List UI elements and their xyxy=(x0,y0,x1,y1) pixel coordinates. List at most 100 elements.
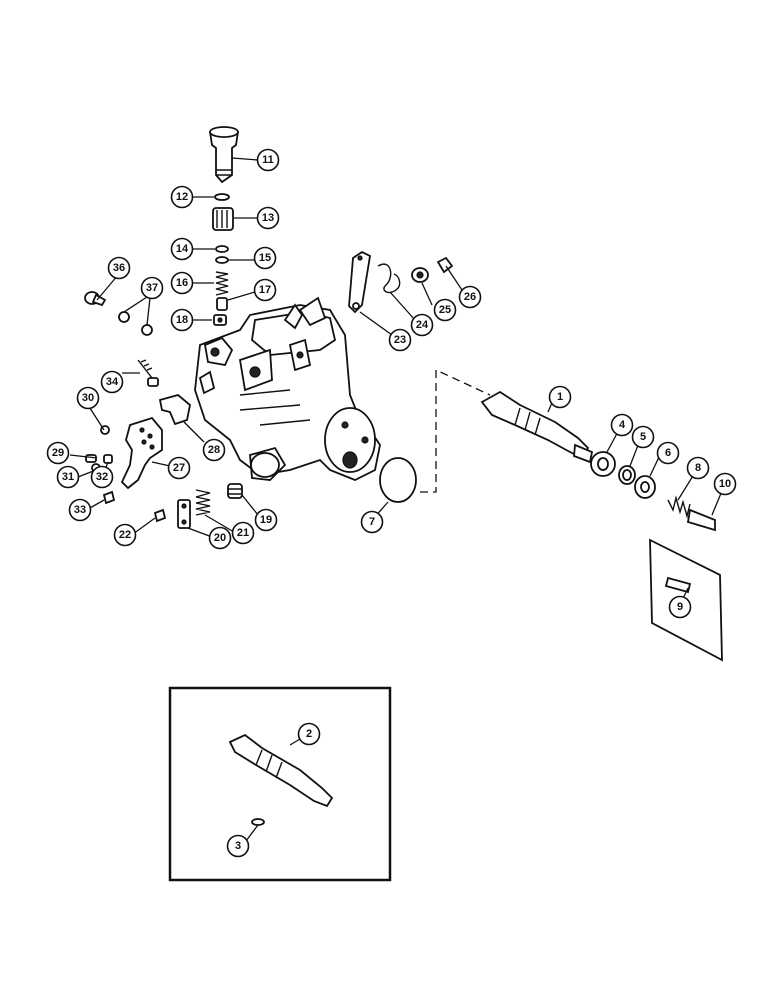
part-3-key xyxy=(251,818,265,826)
callout-16-label: 16 xyxy=(176,277,188,289)
callout-7-label: 7 xyxy=(369,516,375,528)
assembly-dashed-line xyxy=(420,368,491,493)
callout-4: 4 xyxy=(610,413,634,437)
part-37-washer-b xyxy=(141,324,153,336)
part-6-nut xyxy=(634,475,656,499)
callout-9-label: 9 xyxy=(677,601,683,613)
part-10-pin xyxy=(686,508,716,532)
callout-5-label: 5 xyxy=(640,431,646,443)
part-13-sleeve xyxy=(212,207,234,231)
callout-36-label: 36 xyxy=(113,262,125,274)
callout-33-label: 33 xyxy=(74,504,86,516)
callout-12-label: 12 xyxy=(176,191,188,203)
callout-29: 29 xyxy=(46,441,70,465)
callout-15-label: 15 xyxy=(259,252,271,264)
part-12-o-ring xyxy=(214,193,230,201)
callout-7: 7 xyxy=(360,510,384,534)
part-19-plug xyxy=(227,483,243,499)
callout-28: 28 xyxy=(202,438,226,462)
callout-11: 11 xyxy=(256,148,280,172)
callout-13-label: 13 xyxy=(262,212,274,224)
callout-30-label: 30 xyxy=(82,392,94,404)
callout-26: 26 xyxy=(458,285,482,309)
callout-36: 36 xyxy=(107,256,131,280)
part-2-drive-shaft xyxy=(228,733,334,808)
part-36-bolt xyxy=(84,291,107,307)
part-4-bearing xyxy=(590,451,616,477)
callout-24-label: 24 xyxy=(416,319,429,331)
inset-frame xyxy=(168,686,392,882)
callout-31: 31 xyxy=(56,465,80,489)
part-18-valve xyxy=(213,314,227,326)
part-15-o-ring xyxy=(215,256,229,264)
part-20-plate xyxy=(177,499,191,529)
callout-23: 23 xyxy=(388,328,412,352)
callout-2: 2 xyxy=(297,722,321,746)
callout-33: 33 xyxy=(68,498,92,522)
callout-20: 20 xyxy=(208,526,232,550)
injection-pump-body xyxy=(194,296,381,481)
callout-19-label: 19 xyxy=(260,514,272,526)
part-8-spring xyxy=(667,495,691,519)
callout-6-label: 6 xyxy=(665,447,671,459)
callout-18-label: 18 xyxy=(176,314,188,326)
callout-37: 37 xyxy=(140,276,164,300)
part-27-lever xyxy=(120,416,163,490)
callout-20-label: 20 xyxy=(214,532,226,544)
part-29-screw xyxy=(85,454,97,463)
callout-21: 21 xyxy=(231,521,255,545)
callout-32: 32 xyxy=(90,465,114,489)
callout-25-label: 25 xyxy=(439,304,451,316)
callout-13: 13 xyxy=(256,206,280,230)
callout-1: 1 xyxy=(548,385,572,409)
callout-23-label: 23 xyxy=(394,334,406,346)
callout-29-label: 29 xyxy=(52,447,64,459)
part-7-o-ring xyxy=(379,457,417,503)
callout-1-label: 1 xyxy=(557,391,563,403)
callout-15: 15 xyxy=(253,246,277,270)
callout-3-label: 3 xyxy=(235,840,241,852)
callout-12: 12 xyxy=(170,185,194,209)
part-32-screw xyxy=(103,454,113,464)
part-17-plunger xyxy=(216,297,228,311)
callout-27: 27 xyxy=(167,456,191,480)
part-14-washer xyxy=(215,245,229,253)
part-33-screw xyxy=(102,490,116,505)
callout-30: 30 xyxy=(76,386,100,410)
callout-16: 16 xyxy=(170,271,194,295)
callout-22-label: 22 xyxy=(119,529,131,541)
callout-18: 18 xyxy=(170,308,194,332)
callout-21-label: 21 xyxy=(237,527,249,539)
callout-4-label: 4 xyxy=(619,419,626,431)
callout-22: 22 xyxy=(113,523,137,547)
callout-32-label: 32 xyxy=(96,471,108,483)
part-37-washer-a xyxy=(118,311,130,323)
part-16-spring xyxy=(215,271,229,296)
callout-11-label: 11 xyxy=(262,154,274,166)
callout-26-label: 26 xyxy=(464,291,476,303)
part-26-bolt xyxy=(436,256,454,274)
part-21-spring xyxy=(195,489,211,516)
callout-37-label: 37 xyxy=(146,282,158,294)
part-25-nut xyxy=(411,267,429,283)
callout-2-label: 2 xyxy=(306,728,312,740)
callout-3: 3 xyxy=(226,834,250,858)
callout-17-label: 17 xyxy=(259,284,271,296)
callout-24: 24 xyxy=(410,313,434,337)
callout-10-label: 10 xyxy=(719,478,731,490)
callout-27-label: 27 xyxy=(173,462,185,474)
callout-5: 5 xyxy=(631,425,655,449)
callout-8-label: 8 xyxy=(695,462,701,474)
callout-19: 19 xyxy=(254,508,278,532)
callout-34: 34 xyxy=(100,370,124,394)
callout-14: 14 xyxy=(170,237,194,261)
callout-8: 8 xyxy=(686,456,710,480)
part-11-fitting xyxy=(208,126,240,184)
part-24-spring xyxy=(377,263,401,294)
callout-14-label: 14 xyxy=(176,243,189,255)
callout-25: 25 xyxy=(433,298,457,322)
part-34-screw xyxy=(137,359,159,387)
callout-31-label: 31 xyxy=(62,471,74,483)
part-1-drive-shaft xyxy=(480,390,594,464)
